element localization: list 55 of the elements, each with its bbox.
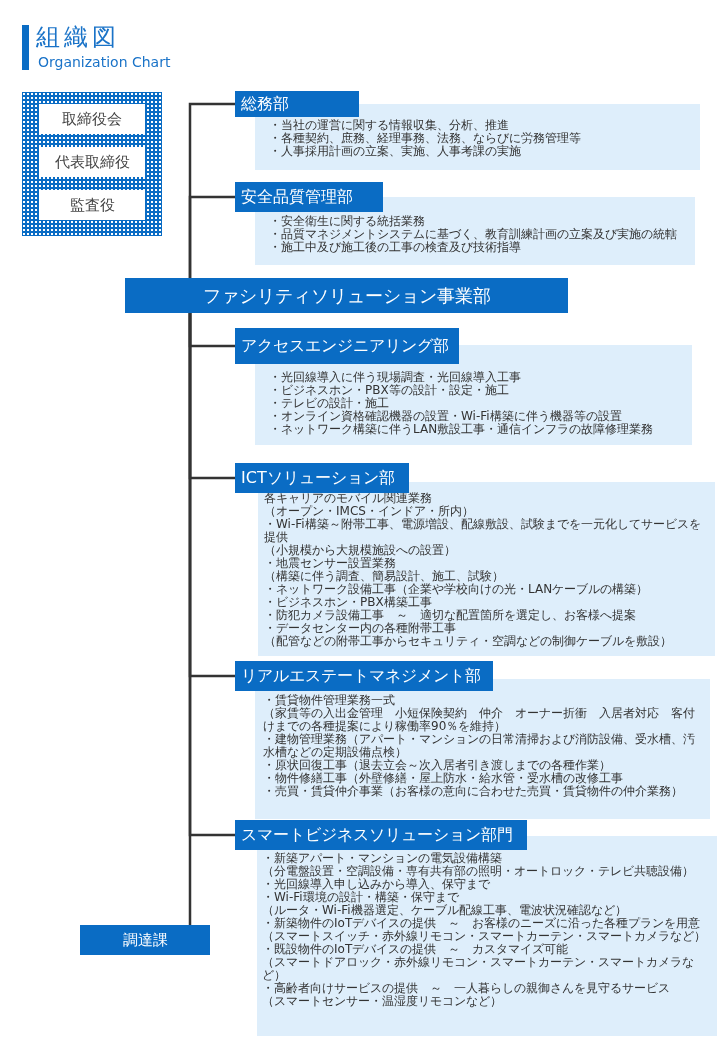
duty-text: ・地震センサー設置業務 <box>264 557 397 570</box>
connector-line <box>188 313 192 925</box>
duty-text: 各キャリアのモバイル関連業務 <box>264 492 433 505</box>
department-heading: リアルエステートマネジメント部 <box>235 661 493 691</box>
duty-text: ・各種契約、庶務、経理事務、法務、ならびに労務管理等 <box>269 132 582 145</box>
duty-text: （スマートセンサー・温湿度リモコンなど） <box>262 995 503 1008</box>
duty-text: ・Wi-Fi構築～附帯工事、電源増設、配線敷設、試験までを一元化してサービスを提供 <box>264 518 702 544</box>
duty-text: ・品質マネジメントシステムに基づく、教育訓練計画の立案及び実施の統轄 <box>269 228 678 241</box>
duty-text: （ルータ・Wi-Fi機器選定、ケーブル配線工事、電波状況確認など） <box>262 904 628 917</box>
duty-text: （スマートドアロック・赤外線リモコン・スマートカーテン・スマートカメラなど） <box>262 956 695 982</box>
title: 組織図 <box>36 22 120 52</box>
board-panel <box>22 92 162 236</box>
duty-text: ・高齢者向けサービスの提供 ～ 一人暮らしの親御さんを見守るサービス <box>262 982 671 995</box>
position-box: 取締役会 <box>39 104 145 134</box>
duty-text: （分電盤設置・空調設備・専有共有部の照明・オートロック・テレビ共聴設備） <box>262 865 695 878</box>
duty-text: （オープン・IMCS・インドア・所内） <box>264 505 474 518</box>
duty-text: ・オンライン資格確認機器の設置・Wi-Fi構築に伴う機器等の設置 <box>269 410 623 423</box>
subtitle: Organization Chart <box>38 54 171 70</box>
duty-text: ・ビジネスホン・PBX等の設計・設定・施工 <box>269 384 509 397</box>
duty-text: ・データセンター内の各種附帯工事 <box>264 622 456 635</box>
duty-text: ・物件修繕工事（外壁修繕・屋上防水・給水管・受水槽の改修工事 <box>263 772 623 785</box>
department-heading: 安全品質管理部 <box>235 182 383 212</box>
section-box: 調達課 <box>80 925 210 955</box>
duty-text: （小規模から大規模施設への設置） <box>264 544 457 557</box>
department-heading: スマートビジネスソリューション部門 <box>235 820 527 850</box>
duty-text: ・ビジネスホン・PBX構築工事 <box>264 596 432 609</box>
department-heading: アクセスエンジニアリング部 <box>235 328 459 364</box>
duty-text: （構築に伴う調査、簡易設計、施工、試験） <box>264 570 505 583</box>
duty-text: ・新築物件のIoTデバイスの提供 ～ お客様のニーズに沿った各種プランを用意 <box>262 917 702 930</box>
duty-text: ・Wi-Fi環境の設計・構築・保守まで <box>262 891 459 904</box>
duty-text: ・光回線導入に伴う現場調査・光回線導入工事 <box>269 371 522 384</box>
department-heading: ICTソリューション部 <box>235 463 409 493</box>
duty-text: ・安全衛生に関する統括業務 <box>269 215 426 228</box>
duty-text: （配管などの附帯工事からセキュリティ・空調などの制御ケーブルを敷設） <box>264 635 673 648</box>
position-box: 監査役 <box>39 190 145 220</box>
duty-text: ・防犯カメラ設備工事 ～ 適切な配置箇所を選定し、お客様へ提案 <box>264 609 637 622</box>
duty-text: ・当社の運営に関する情報収集、分析、推進 <box>269 119 510 132</box>
duty-text: ・新築アパート・マンションの電気設備構築 <box>262 852 503 865</box>
duty-text: （スマートスイッチ・赤外線リモコン・スマートカーテン・スマートカメラなど） <box>262 930 707 943</box>
duty-text: ・ネットワーク構築に伴うLAN敷設工事・通信インフラの故障修理業務 <box>269 423 655 436</box>
position-box: 代表取締役 <box>39 147 145 177</box>
duty-text: ・人事採用計画の立案、実施、人事考課の実施 <box>269 145 521 158</box>
duty-text: ・原状回復工事（退去立会～次入居者引き渡しまでの各種作業） <box>263 759 611 772</box>
duty-text: ・ネットワーク設備工事（企業や学校向けの光・LANケーブルの構築） <box>264 583 650 596</box>
duty-text: ・光回線導入申し込みから導入、保守まで <box>262 878 490 891</box>
duty-text: ・既設物件のIoTデバイスの提供 ～ カスタマイズ可能 <box>262 943 570 956</box>
connector-line <box>188 195 235 278</box>
duty-text: ・建物管理業務（アパート・マンションの日常清掃および消防設備、受水槽、汚水槽などの定期設備点検） <box>263 733 696 759</box>
duty-text: ・売買・賃貸仲介事業（お客様の意向に合わせた売買・賃貸物件の仲介業務） <box>263 785 684 798</box>
division-box: ファシリティソリューション事業部 <box>125 278 568 313</box>
duty-text: ・賃貸物件管理業務一式 <box>263 694 395 707</box>
duty-text: ・施工中及び施工後の工事の検査及び技術指導 <box>269 241 521 254</box>
duty-text: ・テレビの設計・施工 <box>269 397 390 410</box>
department-heading: 総務部 <box>235 91 359 117</box>
duty-text: （家賃等の入出金管理 小短保険契約 仲介 オーナー折衝 入居者対応 客付けまでの各種提案により稼働率90％を維持） <box>263 707 696 733</box>
